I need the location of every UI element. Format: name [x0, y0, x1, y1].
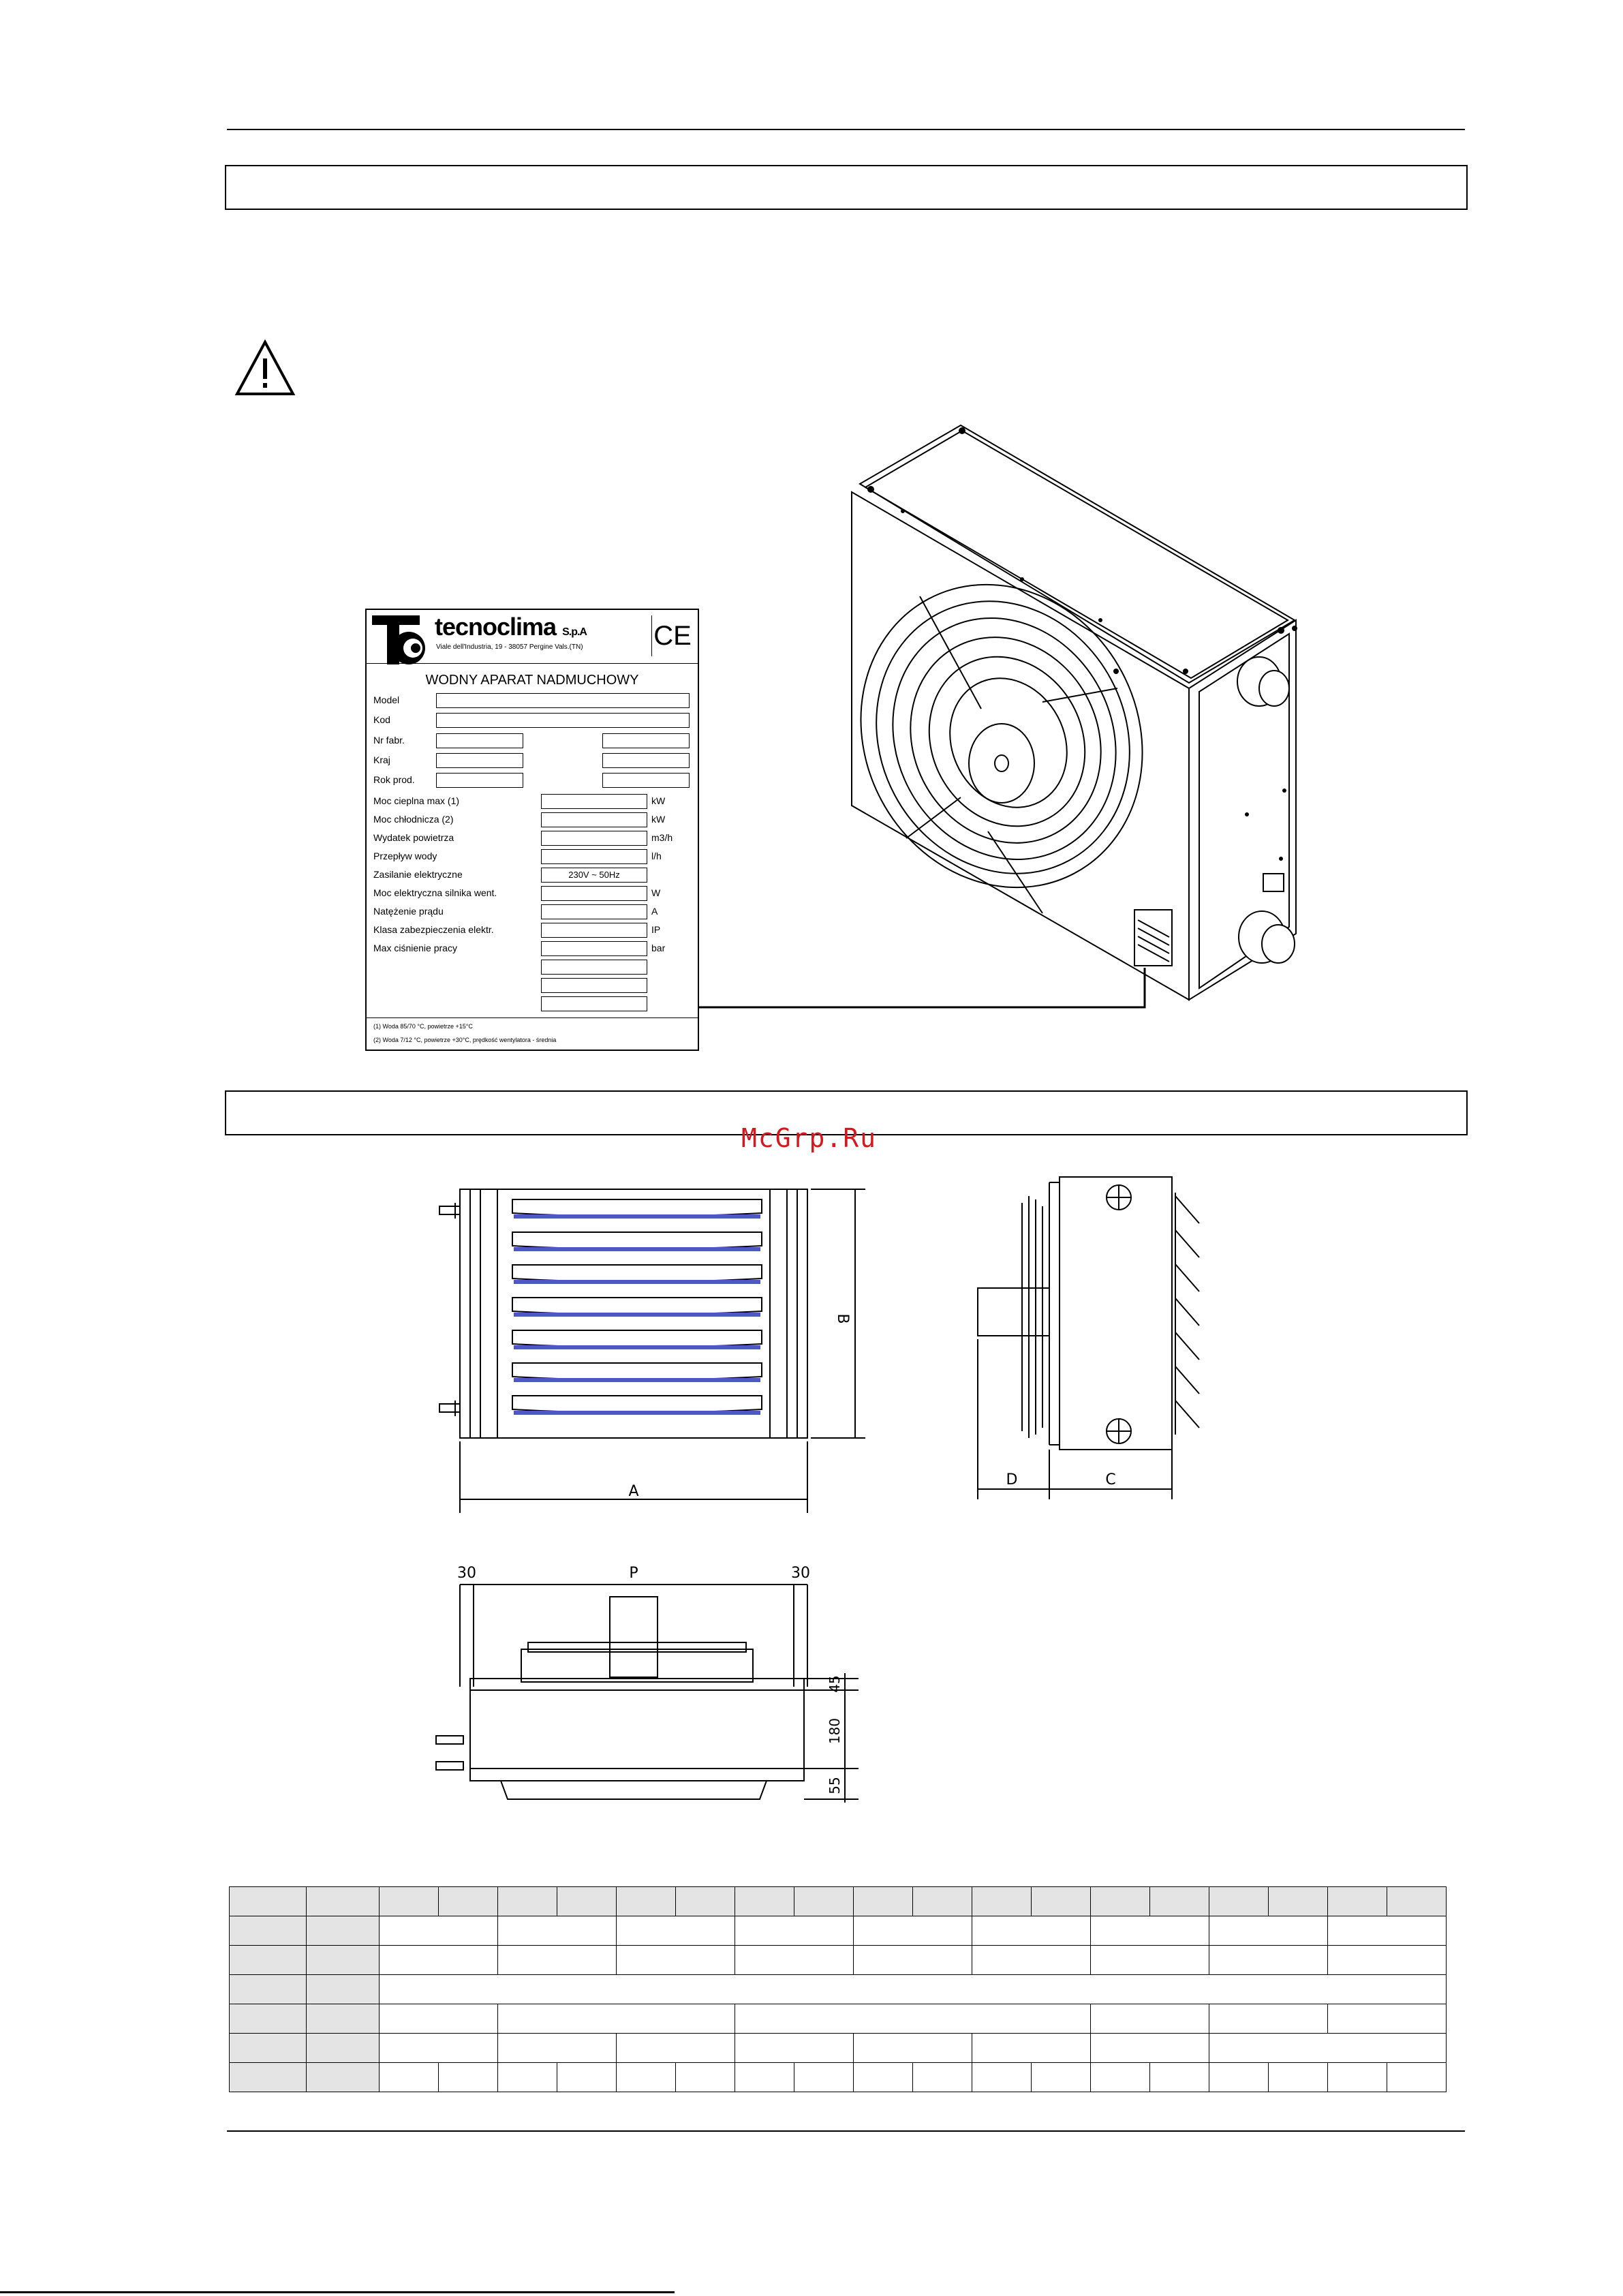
heater-isometric-drawing	[851, 424, 1297, 1001]
field-model	[436, 693, 690, 708]
field-moc-silnika	[541, 886, 647, 901]
label-moc-cieplna: Moc cieplna max (1)	[373, 795, 460, 806]
label-model: Model	[373, 694, 400, 705]
plate-title: WODNY APARAT NADMUCHOWY	[425, 673, 639, 688]
label-wydatek: Wydatek powietrza	[373, 832, 454, 843]
unit-przeplyw: l/h	[651, 851, 662, 861]
bottom-edge-rule	[0, 2291, 675, 2293]
field-zasilanie: 230V ~ 50Hz	[541, 868, 647, 883]
footer-rule	[227, 2130, 1465, 2132]
nameplate-leader-line	[695, 968, 1146, 1009]
watermark: McGrp.Ru	[741, 1123, 878, 1153]
top-view-drawing: 30 P 30 45 180 55	[435, 1565, 859, 1803]
field-nr-fabr	[436, 733, 523, 748]
table-row	[229, 2033, 1447, 2063]
brand-address: Viale dell'Industria, 19 - 38057 Pergine…	[436, 643, 583, 651]
unit-natezenie: A	[651, 906, 658, 917]
table-row	[229, 2004, 1447, 2034]
table-row	[229, 1945, 1447, 1975]
brand-name: tecnoclima S.p.A	[435, 613, 587, 641]
footnote-2: (2) Woda 7/12 °C, powietrze +30°C, prędk…	[373, 1037, 557, 1043]
unit-moc-chlodnicza: kW	[651, 814, 666, 825]
warning-triangle-icon	[234, 339, 296, 395]
table-row	[229, 1974, 1447, 2004]
table-row	[229, 1916, 1447, 1946]
ce-mark: CE	[651, 615, 693, 656]
label-moc-chlodnicza: Moc chłodnicza (2)	[373, 814, 454, 825]
unit-klasa: IP	[651, 924, 661, 935]
front-view-drawing: A B	[439, 1189, 865, 1513]
field-klasa	[541, 923, 647, 938]
label-kraj: Kraj	[373, 754, 390, 765]
unit-moc-silnika: W	[651, 887, 661, 898]
dim-label-p: P	[629, 1565, 638, 1582]
dim-label-45: 45	[826, 1675, 843, 1692]
plate-divider	[367, 663, 698, 664]
header-rule	[227, 129, 1465, 130]
field-moc-chlodnicza	[541, 812, 647, 827]
label-moc-silnika: Moc elektryczna silnika went.	[373, 887, 497, 898]
tecnoclima-logo-icon	[372, 615, 425, 664]
label-natezenie: Natężenie prądu	[373, 906, 444, 917]
dim-label-a: A	[628, 1483, 638, 1500]
table-row	[229, 1886, 1447, 1916]
field-wydatek	[541, 831, 647, 846]
dim-label-d: D	[1006, 1471, 1018, 1488]
brand-suffix: S.p.A	[562, 626, 587, 638]
section-title-box-1	[225, 165, 1468, 210]
dim-label-c: C	[1105, 1471, 1115, 1488]
label-przeplyw: Przepływ wody	[373, 851, 437, 861]
field-extra-3	[541, 996, 647, 1011]
field-rok-prod-2	[602, 773, 690, 788]
field-max-cisnienie	[541, 941, 647, 956]
field-kraj	[436, 753, 523, 768]
table-row	[229, 2062, 1447, 2092]
field-kod	[436, 713, 690, 728]
nameplate: tecnoclima S.p.A Viale dell'Industria, 1…	[365, 609, 699, 1051]
side-view-drawing: D C	[977, 1176, 1200, 1499]
label-rok-prod: Rok prod.	[373, 774, 415, 785]
label-nr-fabr: Nr fabr.	[373, 735, 405, 746]
dim-label-55: 55	[826, 1777, 843, 1794]
section-title-box-2	[225, 1090, 1468, 1135]
field-rok-prod	[436, 773, 523, 788]
label-max-cisnienie: Max ciśnienie pracy	[373, 943, 457, 953]
label-klasa: Klasa zabezpieczenia elektr.	[373, 924, 494, 935]
field-nr-fabr-2	[602, 733, 690, 748]
field-kraj-2	[602, 753, 690, 768]
unit-wydatek: m3/h	[651, 832, 673, 843]
dim-label-30-left: 30	[457, 1565, 476, 1582]
dim-label-180: 180	[826, 1718, 843, 1744]
field-extra-2	[541, 978, 647, 993]
label-zasilanie: Zasilanie elektryczne	[373, 869, 463, 880]
plate-footer-divider	[367, 1017, 698, 1018]
dim-label-30-right: 30	[791, 1565, 810, 1582]
footnote-1: (1) Woda 85/70 °C, powietrze +15°C	[373, 1023, 473, 1030]
field-przeplyw	[541, 849, 647, 864]
field-extra-1	[541, 960, 647, 975]
unit-moc-cieplna: kW	[651, 795, 666, 806]
label-kod: Kod	[373, 714, 390, 725]
field-moc-cieplna	[541, 794, 647, 809]
unit-max-cisnienie: bar	[651, 943, 666, 953]
dim-label-b: B	[834, 1313, 851, 1323]
field-natezenie	[541, 904, 647, 919]
spec-table	[229, 1886, 1447, 2092]
